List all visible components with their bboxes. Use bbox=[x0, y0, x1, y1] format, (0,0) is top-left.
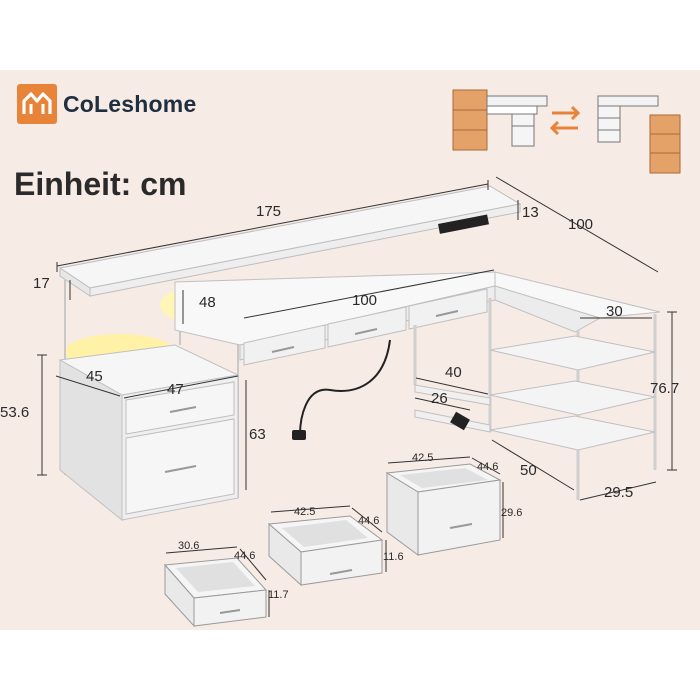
brand-name: CoLeshome bbox=[63, 90, 197, 117]
dim-right-wing: 30 bbox=[606, 303, 623, 320]
dim-cabinet-height: 53.6 bbox=[0, 404, 30, 421]
dim-drawer-large-width: 42.5 bbox=[412, 452, 434, 464]
drawer-large bbox=[385, 463, 502, 556]
dim-drawer-small-width: 30.6 bbox=[178, 540, 200, 552]
drawer-medium bbox=[267, 515, 384, 587]
swap-arrows-icon bbox=[549, 105, 581, 136]
brand-logo: CoLeshome bbox=[17, 84, 196, 124]
file-cabinet bbox=[58, 344, 240, 522]
dim-shelf-top-left: 17 bbox=[33, 275, 50, 292]
config-thumbnail-right bbox=[597, 95, 681, 174]
dim-drawer-large-height: 29.6 bbox=[501, 507, 523, 519]
house-m-logo-icon bbox=[17, 84, 57, 124]
config-thumbnail-left bbox=[452, 89, 548, 151]
dim-shelf-depth: 40 bbox=[445, 364, 462, 381]
power-cord bbox=[299, 339, 391, 436]
dim-desk-height: 63 bbox=[249, 426, 266, 443]
dim-drawer-small-height: 11.7 bbox=[268, 589, 289, 601]
right-shelves bbox=[414, 335, 656, 451]
desk-drawers bbox=[243, 288, 488, 366]
dim-drawer-large-depth: 44.6 bbox=[477, 461, 499, 473]
drawer-small bbox=[163, 557, 268, 628]
unit-label: Einheit: cm bbox=[14, 166, 187, 202]
dim-depth-right: 100 bbox=[568, 216, 594, 233]
riser-shelf bbox=[58, 185, 522, 297]
dim-desk-width: 100 bbox=[352, 292, 378, 309]
dim-cabinet-width: 47 bbox=[167, 381, 184, 398]
dim-keyboard-depth: 26 bbox=[431, 390, 448, 407]
dim-total-height: 76.7 bbox=[650, 380, 680, 397]
dim-top-width: 175 bbox=[256, 203, 282, 220]
dim-drawer-mid-depth: 44.6 bbox=[358, 515, 380, 527]
dim-riser-height: 13 bbox=[522, 204, 539, 221]
dim-drawer-mid-height: 11.6 bbox=[383, 551, 404, 563]
dim-cabinet-depth: 45 bbox=[86, 368, 103, 385]
dim-drawer-mid-width: 42.5 bbox=[294, 506, 316, 518]
dim-shelf-side: 29.5 bbox=[604, 484, 634, 501]
dimension-lines bbox=[37, 176, 677, 617]
dim-monitor-gap: 48 bbox=[199, 294, 216, 311]
dim-shelf-width: 50 bbox=[520, 462, 537, 479]
dim-drawer-small-depth: 44.6 bbox=[234, 550, 256, 562]
